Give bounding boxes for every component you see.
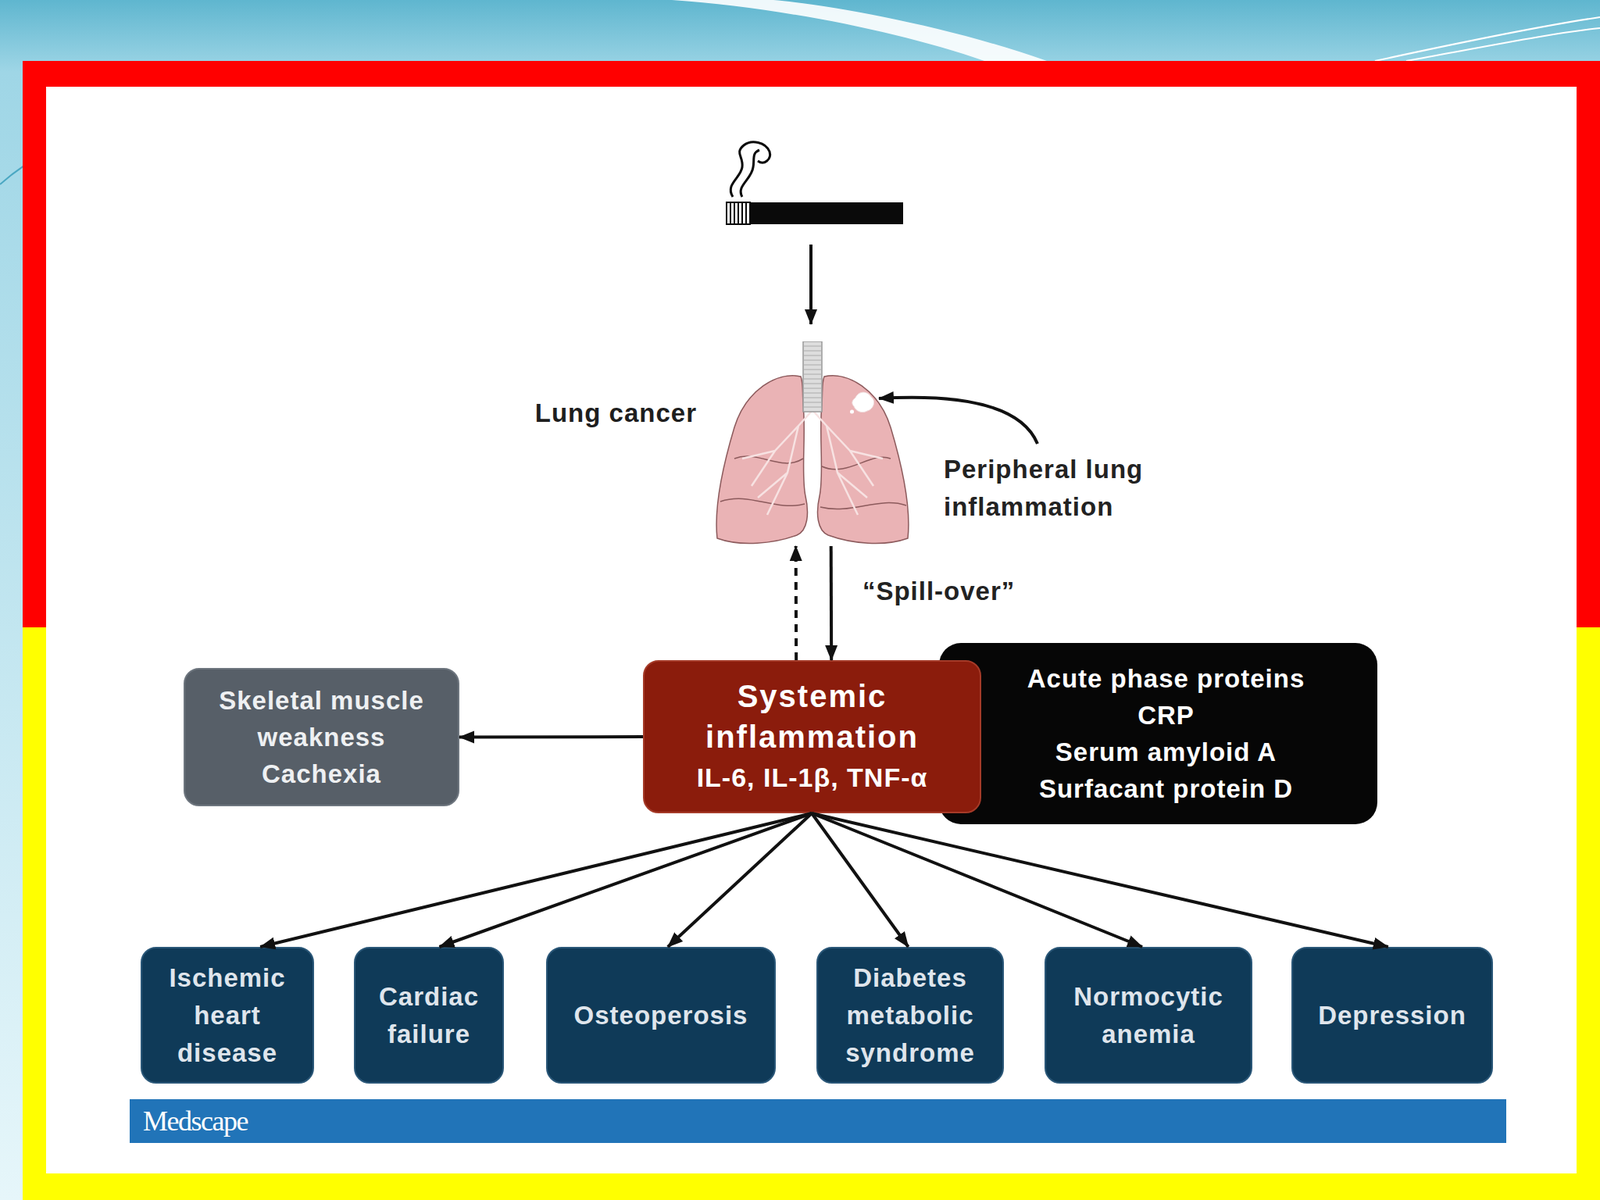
node-text: Cachexia (261, 755, 382, 793)
callout-label: Peripheral lung inflammation (943, 450, 1179, 526)
comorbidity-box: Diabetes metabolic syndrome (816, 946, 1004, 1084)
node-text: Systemic inflammation (656, 675, 969, 758)
source-bar (129, 1099, 1507, 1143)
comorbidity-box: Depression (1291, 946, 1493, 1084)
comorbidity-box: Osteoperosis (546, 946, 776, 1084)
swoosh-line (1406, 28, 1600, 61)
arrow-connector (794, 546, 798, 661)
comorbidity-box: Normocytic anemia (1044, 946, 1253, 1084)
node-text: Lung cancer (535, 396, 697, 431)
cigarette-filter (726, 202, 750, 225)
node-text: CRP (1137, 696, 1195, 734)
node-text: Cardiac failure (363, 978, 495, 1054)
node-text: Ischemic heart disease (150, 959, 305, 1072)
node-text: Osteoperosis (574, 996, 749, 1035)
exposure-arrow (809, 244, 813, 325)
arrow-connector (260, 813, 812, 947)
node-text: Normocytic anemia (1053, 978, 1243, 1054)
right-lung (817, 375, 909, 544)
edge-label: “Spill-over” (862, 574, 1015, 609)
cigarette-body (750, 202, 904, 225)
node-text: Acute phase proteins (1027, 660, 1306, 697)
arrow-connector (667, 813, 812, 947)
trachea-rings (803, 346, 822, 408)
watermark: Medscape (142, 1103, 248, 1139)
white-swoosh (671, 0, 1047, 61)
leader-arrow (878, 397, 1038, 444)
node-text: Depression (1317, 996, 1467, 1035)
arrow-connector (811, 813, 909, 947)
arrow-connector (459, 735, 643, 740)
comorbidity-box: Cardiac failure (353, 946, 504, 1084)
node-text: Diabetes metabolic syndrome (825, 959, 995, 1072)
comorbidity-box: Ischemic heart disease (140, 946, 315, 1084)
filter-stripes (730, 202, 747, 225)
arrow-connector (439, 813, 812, 947)
arrow-connector (829, 546, 833, 661)
arrow-connector (811, 813, 1389, 947)
marker-box: Acute phase proteinsCRPSerum amyloid ASu… (939, 642, 1378, 825)
swoosh-line (1375, 17, 1600, 61)
content-panel (46, 86, 1577, 1174)
effect-box: Skeletal muscle weaknessCachexia (183, 667, 460, 807)
lung-drawing (710, 341, 918, 547)
node-text: Surfacant protein D (1039, 770, 1293, 808)
arrow-connector (811, 813, 1143, 947)
inflammation-box: Systemic inflammationIL-6, IL-1β, TNF-α (642, 660, 982, 814)
lung-fissure (720, 456, 805, 506)
node-text: IL-6, IL-1β, TNF-α (696, 757, 929, 798)
cigarette-icon (726, 142, 904, 225)
node-text: Skeletal muscle weakness (200, 682, 443, 756)
smoke-curl (740, 150, 760, 197)
tumor (852, 392, 875, 412)
lung-illustration: Lung cancer (710, 341, 918, 547)
node-text: Serum amyloid A (1055, 733, 1277, 771)
trachea (803, 341, 822, 412)
bronchi (742, 410, 883, 515)
smoke-curl (730, 142, 770, 197)
lung-fissure (820, 457, 907, 509)
left-lung (716, 375, 808, 544)
tumor-spot (850, 390, 879, 415)
